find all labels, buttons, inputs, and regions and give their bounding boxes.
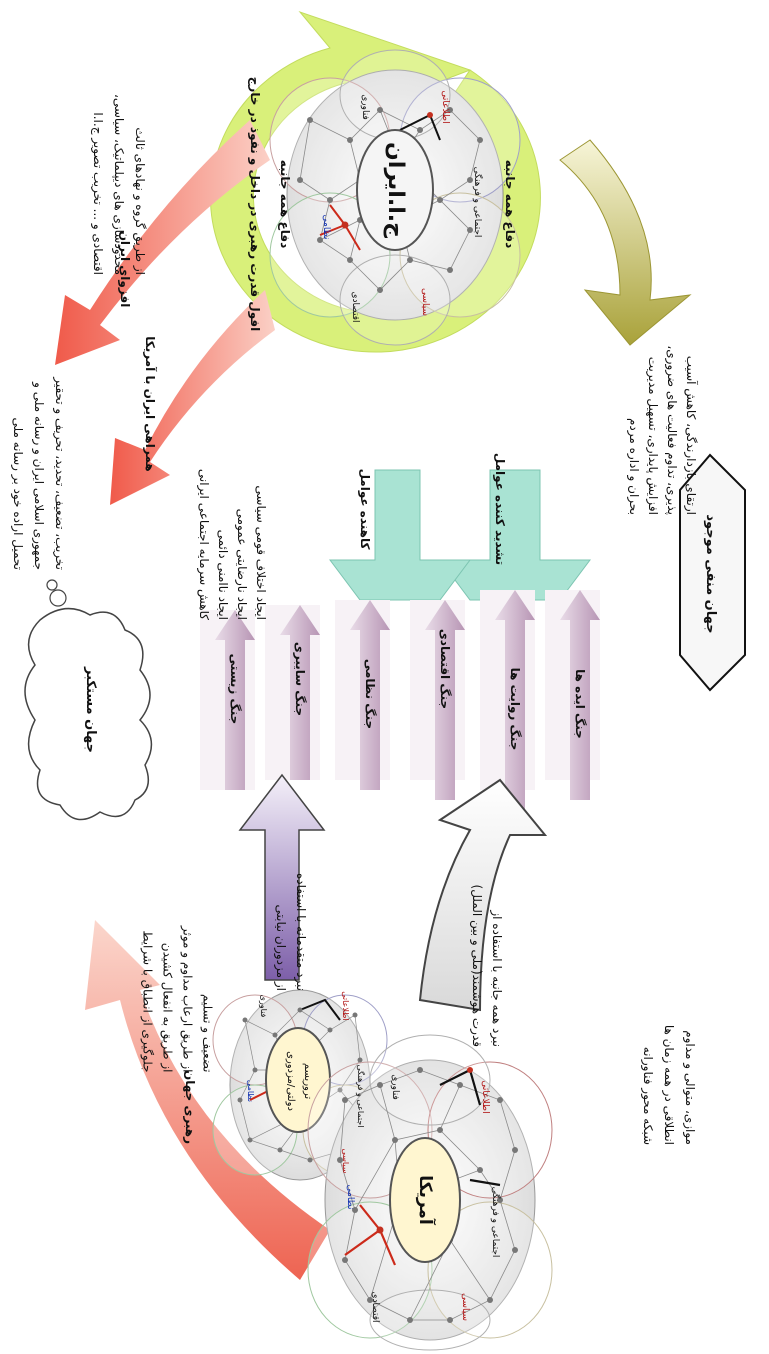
surrender-text: تضعیف و تسلیم از طریق ارعاب مداوم و موثر… (133, 853, 218, 1073)
factor-item-4: کاهش سرمایه اجتماعی ایرانی (197, 468, 211, 620)
defense-outcome-line-3: افزایش پایداری، تسهیل مدیریت (646, 356, 660, 515)
surrender-line-4: جلوگیری از انطباق با شرایط (140, 930, 155, 1073)
iran-realign-label: همراهی ایران با آمریکا (143, 336, 157, 472)
war-label-narratives: جنگ روایت ها (508, 667, 522, 751)
factor-item-1: ایجاد اختلاف قومی سیاسی (254, 485, 268, 620)
network-line-2: انطلاقی در همه زمان ها (662, 1024, 676, 1145)
proxy-petal-social: اجتماعی و فرهنگی (356, 1064, 365, 1128)
leadership-arrow (85, 920, 330, 1280)
proxy-war-line-1: نبرد متقدمانه با استفاده (294, 872, 308, 991)
proxy-war-arrow (238, 773, 326, 981)
network-line-1: موازی، متوالی و مداوم (683, 1030, 697, 1145)
proxy-petal-tech: فناوری (259, 994, 268, 1018)
defense-outcome-line-2: پذیری، تداوم فعالیت های ضروری، (665, 345, 679, 515)
world-arrogant-cloud (24, 579, 153, 821)
america-petal-intelligence: اطلاعاتی (480, 1080, 490, 1114)
iran-petal-military: نظامی (321, 214, 331, 240)
surrender-line-3: از طریق به انفعال کشیدن (160, 942, 175, 1073)
world-arrogant-label: جهان مستکبر (83, 667, 98, 753)
leadership-label: رهبری جهان (183, 1069, 197, 1145)
defense-outcome-line-1: ارتقای بازدارندگی، کاهش آسیب (684, 355, 698, 515)
factor-list: ایجاد اختلاف قومی سیاسی ایجاد نارضایتی ع… (190, 390, 270, 620)
world-now-label: جهان منفی موجود (703, 514, 718, 634)
factor-reduce-label: کاهنده عوامل (358, 468, 372, 550)
iran-petal-economic: اقتصادی (350, 291, 360, 323)
surrender-line-1: تضعیف و تسلیم (200, 993, 215, 1073)
america-center-label: آمریکا (415, 1175, 435, 1225)
defense-outcome-arrow (559, 139, 692, 346)
iran-influence-line-1: از طریق گروه و نهادهای ثالث (133, 127, 147, 275)
factor-arrow-intensify (439, 469, 591, 601)
iran-network (269, 49, 521, 346)
world-now-hexagon (679, 453, 746, 692)
america-network (307, 1034, 553, 1351)
iran-petal-social: اجتماعی و فرهنگی (472, 166, 482, 238)
america-petal-economic: اقتصادی (370, 1291, 380, 1323)
iran-realign-text: تخریب، تضعیف، تحدید، تحریف و تحقیر جمهور… (0, 270, 70, 570)
smart-power-line-1: نبرد همه جانبه با استفاده از (490, 910, 504, 1047)
america-petal-political: سیاسی (460, 1292, 470, 1322)
iran-influence-line-3: اقتصادی و ... تخریب تصویر ج.ا.ا (91, 112, 105, 275)
war-label-cyber: جنگ سایبری (293, 641, 307, 717)
america-center-ellipse (389, 1137, 461, 1263)
war-label-ideas: جنگ ایده ها (573, 669, 587, 739)
defense-outcomes-text: ارتقای بازدارندگی، کاهش آسیب پذیری، تداو… (620, 225, 700, 515)
realign-line-3: تحمیل اراده خود بر رسانه ملی (11, 417, 25, 570)
smart-power-text: نبرد همه جانبه با استفاده از قدرت هوشمند… (463, 787, 507, 1047)
proxy-center-ellipse (265, 1027, 331, 1133)
war-label-military: جنگ نظامی (363, 658, 377, 730)
network-line-3: شبکه محور فناورانه (641, 1046, 655, 1145)
proxy-petal-intelligence: اطلاعاتی (341, 991, 350, 1021)
iran-petal-political: سیاسی (420, 287, 430, 317)
factor-item-3: ایجاد ناامنی دائمی (216, 529, 230, 620)
iran-petal-tech: فناوری (360, 94, 370, 120)
iran-realign-arrow (110, 290, 275, 505)
war-arrows (200, 590, 600, 820)
defense-outcome-line-4: بحران و اداره مردم (627, 417, 641, 515)
realign-line-2: جمهوری اسلامی ایران و رسانه ملی و (32, 382, 46, 570)
america-petal-military: نظامی (345, 1184, 355, 1210)
iran-ring-label-top: دفاع همه جانبه (503, 159, 517, 249)
iran-power-decline-label: افول قدرت رهبری در داخل و نفوذ در خارج (248, 76, 262, 332)
war-label-economic: جنگ اقتصادی (438, 628, 452, 710)
iran-influence-line-2: محدودسازی های دیپلماتیک، سیاسی، (112, 93, 126, 275)
factor-intensify-label: تشدید کننده عوامل (493, 452, 507, 566)
smart-power-line-2: قدرت هوشمند(ملی و بین الملل) (470, 884, 484, 1047)
iran-petal-intelligence: اطلاعاتی (440, 90, 450, 124)
network-characteristics: موازی، متوالی و مداوم انطلاقی در همه زما… (630, 925, 700, 1145)
america-petal-tech: فناوری (390, 1074, 400, 1100)
proxy-center-label: تروریسم دولتی/مزدوری (280, 1036, 316, 1126)
iran-center-ellipse (356, 129, 434, 251)
america-petal-social: اجتماعی و فرهنگی (490, 1186, 500, 1258)
iran-center-label: ج.ا.ایران (383, 142, 408, 238)
factor-arrow-reduce (329, 469, 471, 601)
surrender-line-2: از طریق ارعاب مداوم و موثر (180, 925, 195, 1073)
proxy-petal-military: نظامی (246, 1079, 255, 1103)
iran-influence-text: از طریق گروه و نهادهای ثالث محدودسازی ها… (80, 15, 150, 275)
realign-line-1: تخریب، تضعیف، تحدید، تحریف و تحقیر (53, 377, 67, 570)
proxy-center-line-2: دولتی/مزدوری (285, 1051, 296, 1111)
iran-isolation-arrow (55, 120, 270, 365)
proxy-center-line-1: تروریسم (302, 1062, 313, 1100)
factor-item-2: ایجاد نارضایتی عمومی (235, 508, 249, 620)
proxy-war-line-2: از مزدوران نیابتی (274, 904, 288, 991)
iran-ring-label-bottom: دفاع همه جانبه (278, 159, 292, 249)
smart-power-arrow (418, 778, 548, 1012)
proxy-war-text: نبرد متقدمانه با استفاده از مزدوران نیاب… (269, 811, 311, 991)
war-label-bio: جنگ زیستی (228, 653, 242, 725)
